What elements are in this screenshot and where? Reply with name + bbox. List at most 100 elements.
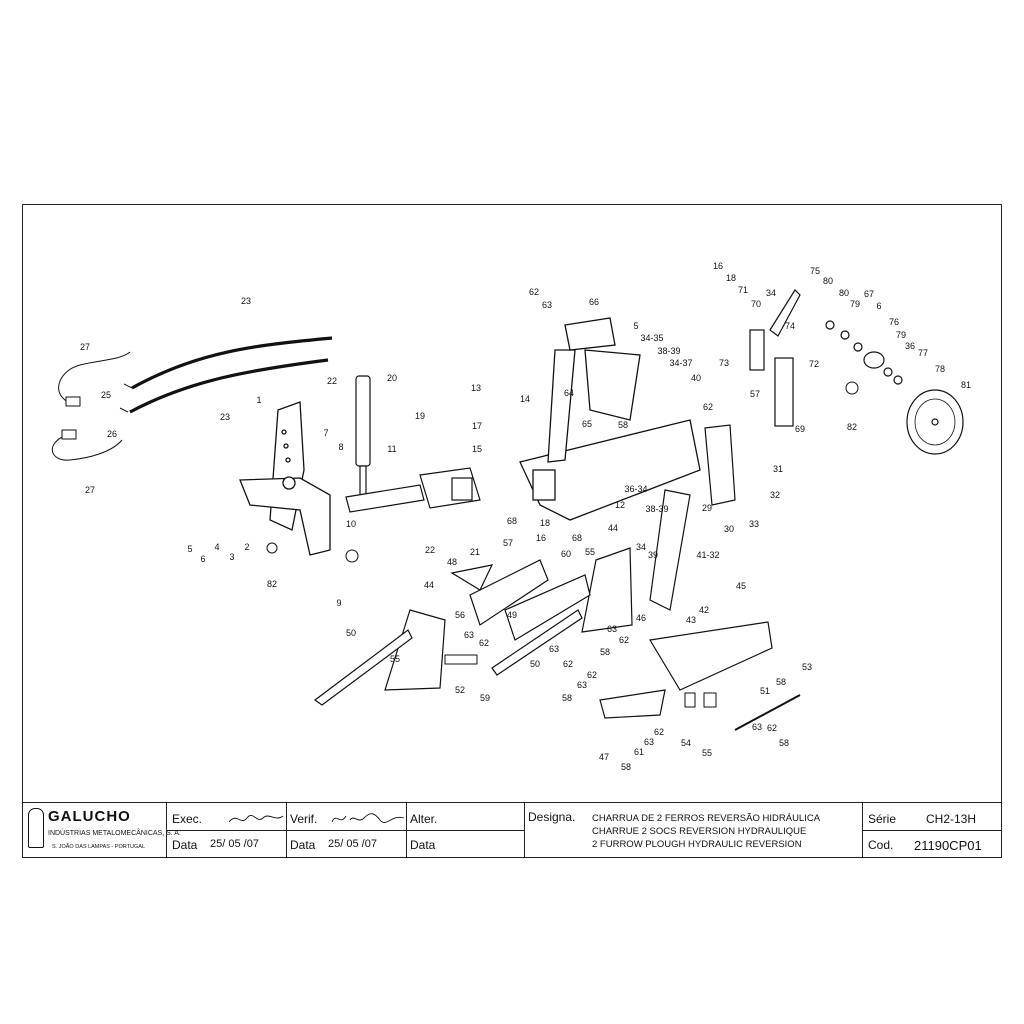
plough-bodies (313, 547, 773, 719)
callout-c7: 7 (323, 428, 328, 438)
callout-c67: 67 (864, 289, 874, 299)
headstock-frame (239, 401, 331, 556)
callout-c71: 71 (738, 285, 748, 295)
company-logo-icon (28, 808, 44, 848)
callout-c66: 66 (589, 297, 599, 307)
divider-exec (166, 802, 167, 858)
designa-label: Designa. (528, 810, 576, 824)
callout-c40: 40 (691, 373, 701, 383)
callout-c4: 4 (214, 542, 219, 552)
callout-c3437: 34-37 (669, 358, 692, 368)
callout-c77: 77 (918, 348, 928, 358)
callout-c79a: 79 (850, 299, 860, 309)
verif-label: Verif. (290, 812, 318, 826)
callout-c58e: 58 (776, 677, 786, 687)
callout-c63d: 63 (607, 624, 617, 634)
alter-data-label: Data (410, 838, 436, 852)
exec-date: 25/ 05 /07 (210, 838, 259, 850)
callout-c21: 21 (470, 547, 480, 557)
callout-c79b: 79 (896, 330, 906, 340)
callout-c5: 5 (187, 544, 192, 554)
callout-c14: 14 (520, 394, 530, 404)
designation-line-en: 2 FURROW PLOUGH HYDRAULIC REVERSION (592, 839, 802, 850)
callout-c80b: 80 (839, 288, 849, 298)
callout-c68a: 68 (507, 516, 517, 526)
verif-data-label: Data (290, 838, 316, 852)
callout-c59: 59 (480, 693, 490, 703)
callout-c58f: 58 (779, 738, 789, 748)
callout-c3839b: 38-39 (645, 504, 668, 514)
callout-c45: 45 (736, 581, 746, 591)
callout-c55a: 55 (390, 654, 400, 664)
callout-c46: 46 (636, 613, 646, 623)
callout-c3439: 34 (636, 542, 646, 552)
exec-data-label: Data (172, 838, 198, 852)
hydraulic-ram (355, 375, 371, 497)
callout-c50b: 50 (530, 659, 540, 669)
callout-c62d: 62 (563, 659, 573, 669)
callout-c11: 11 (387, 444, 396, 454)
cod-value: 21190CP01 (914, 838, 982, 853)
alter-label: Alter. (410, 812, 438, 826)
callout-c12: 12 (615, 500, 625, 510)
callout-c23b: 23 (220, 412, 230, 422)
callout-c63e: 63 (577, 680, 587, 690)
callout-c39: 39 (648, 550, 658, 560)
verif-signature (331, 813, 405, 823)
callout-c63a: 63 (542, 300, 552, 310)
callout-c72: 72 (809, 359, 819, 369)
callout-c49: 49 (507, 610, 517, 620)
part-callouts: 1234567891011121314151617181920212222232… (80, 261, 971, 772)
callout-c3839a: 38-39 (657, 346, 680, 356)
callout-c80a: 80 (823, 276, 833, 286)
callout-c58b: 58 (600, 647, 610, 657)
drawing-sheet (22, 204, 1002, 858)
callout-c61: 61 (634, 747, 644, 757)
company-address: S. JOÃO DAS LAMPAS - PORTUGAL (52, 844, 146, 850)
callout-c10: 10 (346, 519, 356, 529)
callout-c36: 36 (905, 341, 915, 351)
callout-c3634: 36-34 (624, 484, 647, 494)
main-beam (519, 317, 701, 521)
callout-c42: 42 (699, 605, 709, 615)
callout-c13: 13 (471, 383, 481, 393)
callout-c27a: 27 (80, 342, 90, 352)
callout-c34a: 34 (766, 288, 776, 298)
callout-c55b: 55 (585, 547, 595, 557)
callout-c47: 47 (599, 752, 609, 762)
callout-c32: 32 (770, 490, 780, 500)
callout-c25: 25 (101, 390, 111, 400)
callout-c62b: 62 (703, 402, 713, 412)
callout-c22b: 22 (425, 545, 435, 555)
callout-c81: 81 (961, 380, 971, 390)
callout-c78: 78 (935, 364, 945, 374)
callout-c30: 30 (724, 524, 734, 534)
callout-c75: 75 (810, 266, 820, 276)
callout-c82a: 82 (267, 579, 277, 589)
callout-c64: 64 (564, 388, 574, 398)
callout-c62f: 62 (587, 670, 597, 680)
callout-c55c: 55 (702, 748, 712, 758)
callout-c23a: 23 (241, 296, 251, 306)
callout-c1: 1 (256, 395, 261, 405)
callout-c33: 33 (749, 519, 759, 529)
callout-c52: 52 (455, 685, 465, 695)
title-block-mid-line (166, 830, 524, 831)
cross-shaft (345, 467, 481, 513)
callout-c54: 54 (681, 738, 691, 748)
callout-c18b: 18 (726, 273, 736, 283)
callout-c18: 18 (540, 518, 550, 528)
callout-c8: 8 (338, 442, 343, 452)
designation-line-pt: CHARRUA DE 2 FERROS REVERSÃO HIDRÁULICA (592, 813, 821, 824)
callout-c29: 29 (702, 503, 712, 513)
callout-c60: 60 (561, 549, 571, 559)
callout-c53: 53 (802, 662, 812, 672)
callout-c17: 17 (472, 421, 482, 431)
divider-designa (524, 802, 525, 858)
callout-c63g: 63 (752, 722, 762, 732)
divider-serie (862, 802, 863, 858)
exec-label: Exec. (172, 812, 203, 826)
callout-c63f: 63 (644, 737, 654, 747)
callout-c9: 9 (336, 598, 341, 608)
